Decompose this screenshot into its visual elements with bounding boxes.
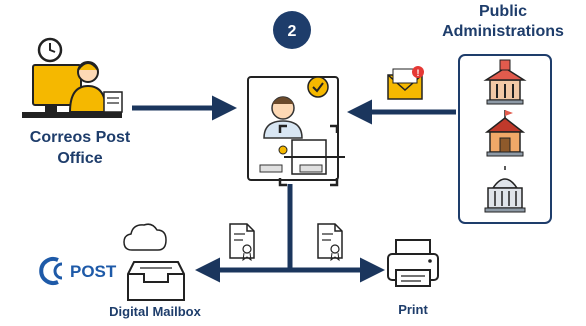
- correos-post-office-line1: Correos Post: [29, 129, 131, 146]
- step-badge: 2: [273, 11, 311, 49]
- public-administrations-label: Public Administrations: [420, 2, 586, 42]
- post-logo-text: POST: [70, 262, 117, 281]
- certificate-document-icon: [229, 223, 255, 262]
- capitol-icon: [484, 166, 526, 213]
- certified-document-icon: [247, 76, 345, 187]
- clock-desk-clerk-icon: [22, 37, 123, 118]
- cloud-icon: [123, 223, 167, 251]
- digital-mailbox-label: Digital Mailbox: [109, 304, 201, 319]
- print-label: Print: [398, 302, 428, 317]
- town-hall-icon: [483, 59, 527, 105]
- svg-text:!: !: [417, 68, 420, 78]
- public-administrations-line2: Administrations: [442, 23, 564, 40]
- certificate-document-icon: [317, 223, 343, 262]
- correos-post-office-label: Correos Post Office: [10, 127, 150, 169]
- public-administrations-line1: Public: [478, 3, 527, 20]
- envelope-notification-icon: !: [387, 66, 424, 100]
- step-number: 2: [288, 23, 297, 40]
- inbox-tray-icon: [127, 261, 185, 301]
- printer-icon: [387, 239, 439, 287]
- post-logo-icon: [39, 257, 63, 285]
- courthouse-icon: [484, 110, 526, 157]
- correos-post-office-line2: Office: [57, 150, 103, 167]
